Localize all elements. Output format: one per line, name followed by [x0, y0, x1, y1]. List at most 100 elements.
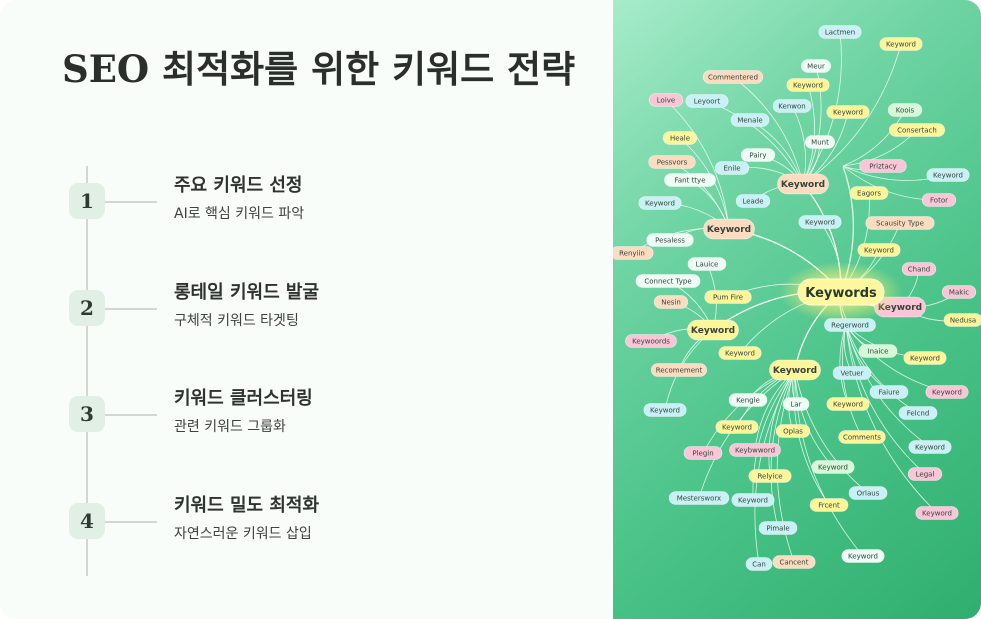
mindmap-connector: [802, 84, 815, 185]
step-number-badge: 1: [69, 183, 105, 219]
mindmap-node: Cancent: [772, 555, 816, 569]
mindmap-node-label: Enile: [723, 164, 740, 172]
step-number-badge: 3: [69, 396, 105, 432]
mindmap-connector: [732, 76, 804, 185]
mindmap-node-label: Connect Type: [644, 277, 691, 285]
mindmap-node: Keyword: [731, 493, 775, 507]
mindmap-node: Keyword: [643, 403, 687, 417]
mindmap-node-label: Keywoords: [632, 337, 670, 345]
mindmap-node: Keyword: [687, 319, 739, 341]
mindmap-node: Lar: [782, 397, 810, 411]
step-connector: [105, 308, 157, 310]
mindmap-node: Connect Type: [635, 274, 701, 288]
mindmap-node-label: Commentered: [708, 73, 758, 81]
mindmap-node-label: Fant ttye: [674, 176, 705, 184]
mindmap-node: Inaice: [858, 344, 898, 358]
mindmap-node-label: Keyword: [645, 199, 675, 207]
mindmap-node-label: Keyword: [722, 423, 752, 431]
step-description: AI로 핵심 키워드 파악: [174, 206, 305, 222]
mindmap-node: Keyword: [638, 196, 682, 210]
mindmap-node-label: Keybwword: [735, 446, 775, 454]
mindmap-node: Can: [745, 557, 773, 571]
mindmap-node-label: Frcent: [818, 501, 840, 509]
mindmap-node-label: Keyword: [725, 349, 755, 357]
mindmap-node-label: Kengle: [736, 396, 760, 404]
mindmap-node-label: Lauice: [696, 260, 719, 268]
mindmap-node-label: Nesin: [661, 298, 681, 306]
mindmap-node: Consertach: [888, 123, 945, 137]
mindmap-node-label: Pessvors: [657, 158, 688, 166]
mindmap-node: Commentered: [702, 70, 764, 84]
mindmap-node-label: Relyice: [757, 472, 782, 480]
mindmap-node-label: Faiure: [878, 388, 899, 396]
mindmap-node: Nedusa: [943, 313, 981, 327]
mindmap-node-label: Menale: [737, 116, 762, 124]
mindmap-node-label: Cancent: [780, 558, 809, 566]
mindmap-node: Keyword: [811, 460, 855, 474]
mindmap-node-label: Pesaless: [655, 236, 685, 244]
mindmap-node-label: Renyiin: [619, 249, 645, 257]
mindmap-node-label: Oplas: [783, 427, 803, 435]
mindmap-node-label: Meur: [807, 62, 825, 70]
mindmap-node: Vetuer: [832, 366, 872, 380]
mindmap-node-label: Pairy: [749, 151, 766, 159]
mindmap-connector: [793, 369, 830, 506]
mindmap-node: Faiure: [869, 385, 909, 399]
mindmap-node-label: Pimale: [766, 524, 789, 532]
mindmap-node-label: Keyword: [933, 171, 963, 179]
step-connector: [105, 521, 157, 523]
mindmap-node: Keyword: [879, 37, 923, 51]
mindmap-node: Keybwword: [729, 443, 781, 457]
mindmap-node: Recomement: [650, 363, 708, 377]
mindmap-node-label: Keyword: [922, 509, 952, 517]
mindmap-node: Keyword: [908, 440, 952, 454]
mindmap-node: Meur: [801, 59, 831, 73]
mindmap-node-label: Mestersworx: [677, 494, 721, 502]
mindmap-node-label: Comments: [843, 433, 881, 441]
mindmap-connector: [754, 369, 796, 565]
mindmap-node-label: Keyword: [915, 443, 945, 451]
mindmap-node-label: Keyword: [738, 496, 768, 504]
mindmap-svg: LactmenKeywordCommenteredMeurKeywordLoiv…: [613, 25, 981, 571]
mindmap-node: Loive: [648, 93, 684, 107]
mindmap-node: Keyword: [915, 506, 959, 520]
mindmap-node-label: Munt: [811, 138, 829, 146]
mindmap-node: Priztacy: [859, 159, 907, 173]
mindmap-node-label: Keyword: [886, 40, 916, 48]
mindmap-connector: [802, 43, 902, 185]
mindmap-node-label: Nedusa: [950, 316, 976, 324]
mindmap-node-label: Legal: [916, 470, 935, 478]
mindmap-node-label: Keyword: [848, 552, 878, 560]
mindmap-node-label: Kenwon: [778, 102, 805, 110]
mindmap-node: Keyword: [926, 168, 970, 182]
mindmap-connector: [845, 324, 919, 414]
mindmap-connector: [791, 105, 806, 185]
mindmap-node-label: Heale: [670, 134, 690, 142]
mindmap-center-label: Keywords: [805, 286, 877, 301]
step-3: 3 키워드 클러스터링 관련 키워드 그룹화: [0, 388, 613, 476]
mindmap-node-label: Keyword: [805, 218, 835, 226]
mindmap-node-label: Keyword: [650, 406, 680, 414]
mindmap-node-label: Scausity Type: [876, 219, 924, 227]
mindmap-node: Scausity Type: [865, 216, 935, 230]
mindmap-node-label: Orlaus: [857, 489, 880, 497]
step-title: 주요 키워드 선정: [174, 175, 303, 196]
mindmap-node: Makic: [941, 285, 977, 299]
mindmap-node: Kenwon: [772, 99, 812, 113]
step-description: 자연스러운 키워드 삽입: [174, 526, 312, 542]
step-2: 2 롱테일 키워드 발굴 구체적 키워드 타겟팅: [0, 282, 613, 370]
mindmap-node: Keyword: [925, 385, 969, 399]
mindmap-node: Keyword: [857, 243, 901, 257]
mindmap-node-label: Lar: [790, 400, 801, 408]
mindmap-node-label: Makic: [949, 288, 969, 296]
mindmap-node-label: Inaice: [868, 347, 889, 355]
mindmap-node-label: Keyword: [864, 246, 894, 254]
mindmap-node: Keywoords: [625, 334, 677, 348]
mindmap-node: Keyword: [715, 420, 759, 434]
mindmap-node: Keyword: [826, 105, 870, 119]
mindmap-node-label: Consertach: [897, 126, 937, 134]
mindmap-node: Fant ttye: [664, 173, 716, 187]
mindmap-node-label: Keyword: [932, 388, 962, 396]
mindmap-node: Pum Fire: [704, 290, 752, 304]
